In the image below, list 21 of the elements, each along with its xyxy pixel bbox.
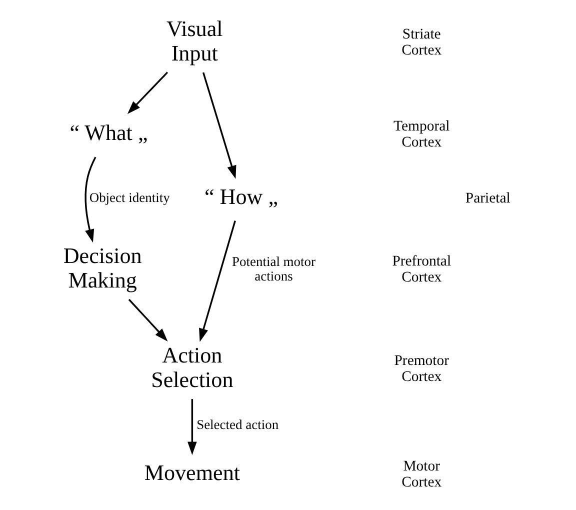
label: Parietal xyxy=(464,190,510,206)
node-text: “ How „ xyxy=(204,184,278,209)
arrow xyxy=(84,156,96,243)
edge-label: Object identity xyxy=(88,190,170,205)
edge-label: Potential motor actions xyxy=(232,254,316,284)
label: Temporal Cortex xyxy=(393,118,450,151)
label: Premotor Cortex xyxy=(394,352,449,385)
node-text: “ What „ xyxy=(69,120,148,146)
node-text: Visual Input xyxy=(166,16,222,66)
label: Striate Cortex xyxy=(401,26,442,58)
arrow xyxy=(128,298,168,342)
arrow xyxy=(198,220,236,342)
arrow xyxy=(202,72,236,179)
node-text: Decision Making xyxy=(62,242,142,292)
label: Prefrontal Cortex xyxy=(392,254,451,286)
node-text: Action Selection xyxy=(150,342,233,392)
node-text: Movement xyxy=(144,460,240,486)
label: Motor Cortex xyxy=(401,458,442,490)
arrow xyxy=(187,399,196,455)
edge-label: Selected action xyxy=(196,416,278,432)
arrow xyxy=(126,72,168,114)
